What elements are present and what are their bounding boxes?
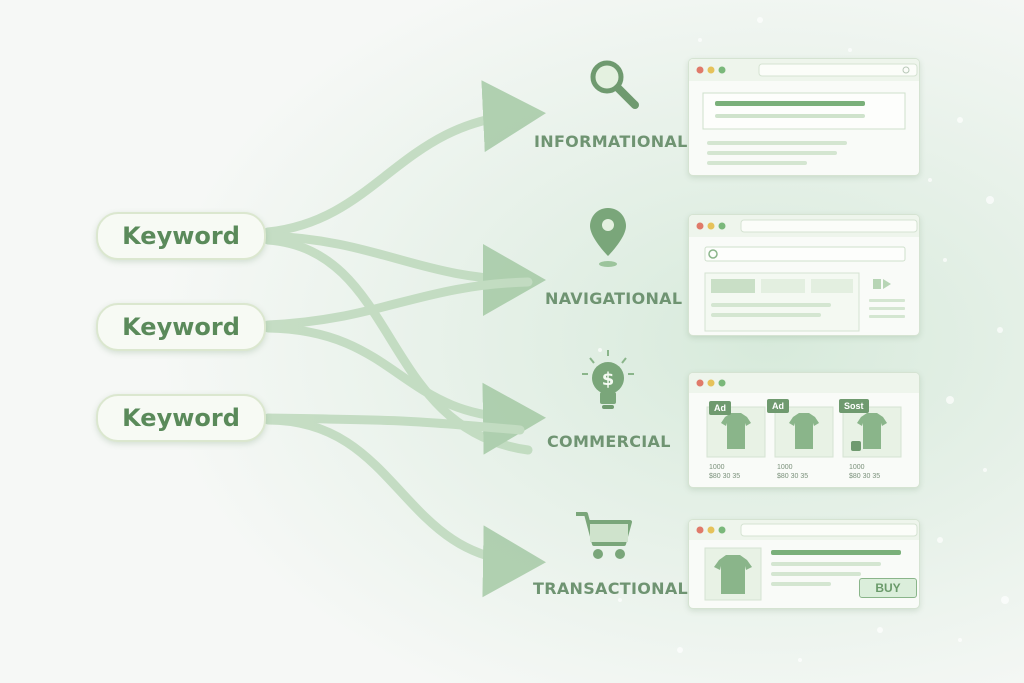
label-informational: INFORMATIONAL	[534, 132, 688, 151]
keyword-pill-3: Keyword	[96, 394, 266, 442]
ad-tag: Sost	[839, 399, 869, 413]
lightbulb-dollar-icon: $	[582, 350, 634, 409]
product-price: 1000 $80 30 35	[849, 464, 881, 480]
label-commercial: COMMERCIAL	[547, 432, 671, 451]
ad-tag: Ad	[709, 401, 731, 415]
window-content	[689, 373, 919, 458]
navigational-browser-window	[688, 214, 920, 336]
arrow-k1-commercial	[263, 235, 533, 455]
label-navigational: NAVIGATIONAL	[545, 289, 683, 308]
buy-button[interactable]: BUY	[859, 578, 917, 598]
arrow-k2-navigational	[263, 277, 533, 330]
keyword-pill-2: Keyword	[96, 303, 266, 351]
label-transactional: TRANSACTIONAL	[533, 579, 688, 598]
arrow-k1-informational	[263, 80, 546, 237]
window-content	[689, 215, 919, 332]
keyword-pill-1: Keyword	[96, 212, 266, 260]
window-content	[689, 520, 919, 601]
arrow-k3-commercial	[263, 413, 525, 435]
flow-arrows	[263, 80, 546, 598]
svg-text:$: $	[602, 369, 615, 390]
commercial-browser-window: Ad Ad Sost 1000 $80 30 35 1000 $80 30 35…	[688, 372, 920, 488]
arrow-k3-transactional	[263, 415, 546, 598]
transactional-browser-window: BUY	[688, 519, 920, 609]
arrow-k2-commercial	[263, 323, 546, 455]
window-content	[689, 59, 919, 165]
informational-browser-window	[688, 58, 920, 176]
arrow-k1-navigational	[263, 231, 546, 316]
ad-tag: Ad	[767, 399, 789, 413]
location-pin-icon	[590, 208, 626, 267]
magnifier-icon	[590, 60, 639, 109]
shopping-cart-icon	[576, 512, 632, 559]
product-price: 1000 $80 30 35	[777, 464, 809, 480]
product-price: 1000 $80 30 35	[709, 464, 741, 480]
